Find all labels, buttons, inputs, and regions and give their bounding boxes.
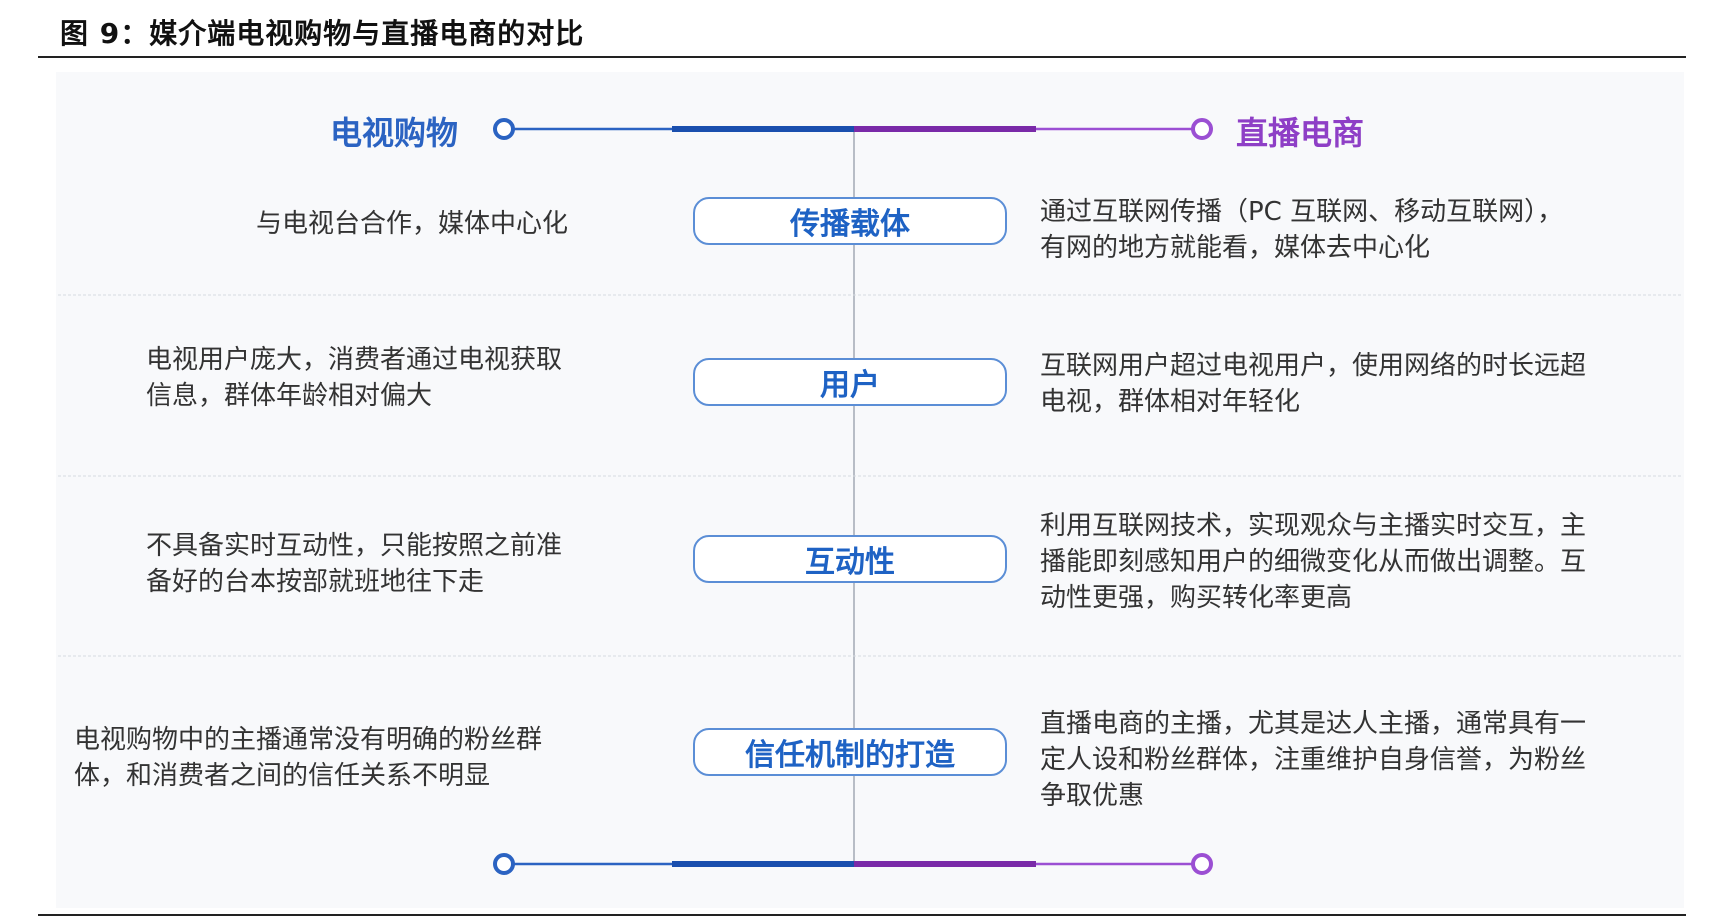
category-pill-users: 用户: [693, 358, 1007, 406]
text-line: 有网的地方就能看，媒体去中心化: [1040, 233, 1431, 263]
row-3-left-text: 不具备实时互动性，只能按照之前准 备好的台本按部就班地往下走: [146, 528, 646, 600]
text-line: 争取优惠: [1040, 781, 1145, 811]
text-line: 播能即刻感知用户的细微变化从而做出调整。互: [1040, 547, 1587, 577]
top-right-endpoint: [1191, 118, 1213, 140]
row-4-right-text: 直播电商的主播，尤其是达人主播，通常具有一 定人设和粉丝群体，注重维护自身信誉，…: [1040, 706, 1665, 814]
text-line: 直播电商的主播，尤其是达人主播，通常具有一: [1040, 709, 1587, 739]
text-line: 定人设和粉丝群体，注重维护自身信誉，为粉丝: [1040, 745, 1587, 775]
row-2-right-text: 互联网用户超过电视用户，使用网络的时长远超 电视，群体相对年轻化: [1040, 348, 1665, 420]
left-header-label: 电视购物: [330, 114, 459, 152]
bottom-rule: [38, 914, 1686, 916]
text-line: 电视用户庞大，消费者通过电视获取: [146, 345, 563, 375]
text-line: 电视购物中的主播通常没有明确的粉丝群: [74, 725, 543, 755]
row-4-left-text: 电视购物中的主播通常没有明确的粉丝群 体，和消费者之间的信任关系不明显: [74, 722, 644, 794]
text-line: 动性更强，购买转化率更高: [1040, 583, 1353, 613]
text-line: 与电视台合作，媒体中心化: [256, 209, 569, 239]
row-3-right-text: 利用互联网技术，实现观众与主播实时交互，主 播能即刻感知用户的细微变化从而做出调…: [1040, 508, 1665, 616]
category-pill-trust: 信任机制的打造: [693, 728, 1007, 776]
row-1-left-text: 与电视台合作，媒体中心化: [256, 206, 636, 242]
text-line: 通过互联网传播（PC 互联网、移动互联网），: [1040, 197, 1564, 227]
top-rule: [38, 56, 1686, 58]
category-pill-interactivity: 互动性: [693, 535, 1007, 583]
category-pill-carrier: 传播载体: [693, 197, 1007, 245]
text-line: 体，和消费者之间的信任关系不明显: [74, 761, 491, 791]
figure-title: 图 9：媒介端电视购物与直播电商的对比: [60, 17, 585, 50]
right-header-label: 直播电商: [1236, 114, 1365, 152]
text-line: 电视，群体相对年轻化: [1040, 387, 1301, 417]
text-line: 信息，群体年龄相对偏大: [146, 381, 433, 411]
bottom-left-endpoint: [493, 853, 515, 875]
bottom-right-endpoint: [1191, 853, 1213, 875]
text-line: 互联网用户超过电视用户，使用网络的时长远超: [1040, 351, 1587, 381]
row-2-left-text: 电视用户庞大，消费者通过电视获取 信息，群体年龄相对偏大: [146, 342, 646, 414]
top-left-endpoint: [493, 118, 515, 140]
text-line: 不具备实时互动性，只能按照之前准: [146, 531, 563, 561]
row-1-right-text: 通过互联网传播（PC 互联网、移动互联网）， 有网的地方就能看，媒体去中心化: [1040, 194, 1665, 266]
text-line: 备好的台本按部就班地往下走: [146, 567, 485, 597]
text-line: 利用互联网技术，实现观众与主播实时交互，主: [1040, 511, 1587, 541]
